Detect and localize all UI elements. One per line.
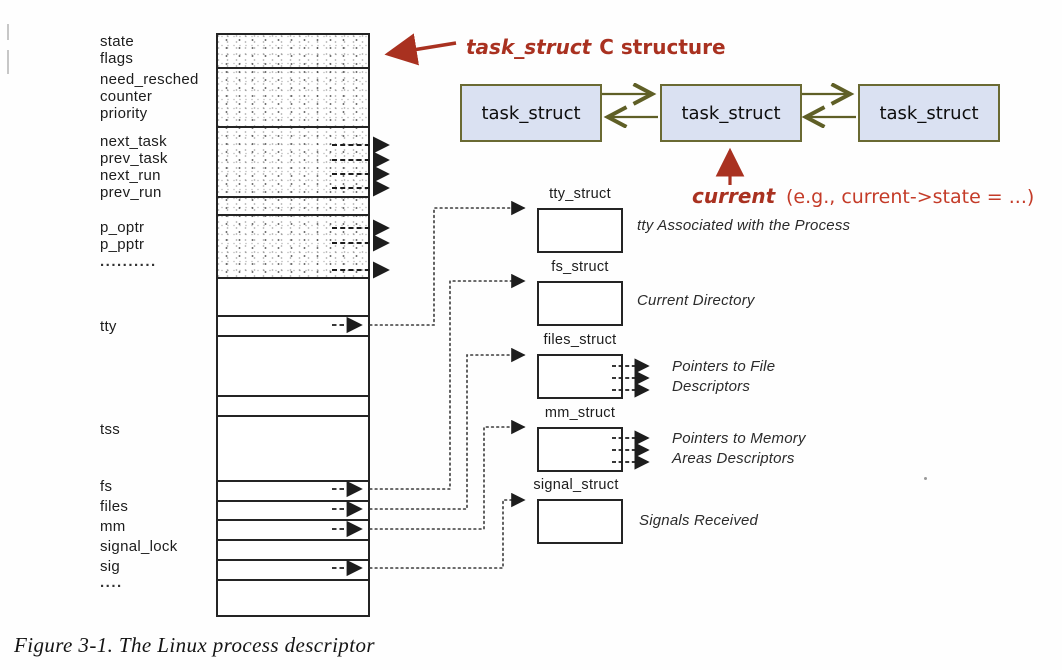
- current-label: current: [692, 184, 776, 208]
- fs-struct-box: [537, 281, 623, 326]
- field-label-counter: counter: [100, 88, 153, 105]
- tty-struct-label: tty_struct: [549, 186, 611, 202]
- segment-divider: [218, 277, 368, 279]
- field-label-flags: flags: [100, 50, 134, 67]
- task-struct-heading-rest: C structure: [599, 35, 726, 59]
- stipple-texture: [218, 35, 368, 277]
- field-label-prev-run: prev_run: [100, 184, 162, 201]
- files-struct-label: files_struct: [543, 332, 617, 348]
- field-label-priority: priority: [100, 105, 148, 122]
- segment-divider: [218, 67, 368, 69]
- struct-connectors: [369, 200, 526, 569]
- segment-divider: [218, 335, 368, 337]
- mm-note-line1: Pointers to Memory: [672, 430, 806, 447]
- field-label-files: files: [100, 498, 129, 515]
- task-struct-node-2: task_struct: [660, 84, 802, 142]
- signal-note: Signals Received: [639, 512, 759, 529]
- segment-divider: [218, 395, 368, 397]
- segment-divider: [218, 126, 368, 128]
- scan-artifact: [924, 477, 927, 480]
- field-label-prev-task: prev_task: [100, 150, 168, 167]
- segment-divider: [218, 196, 368, 198]
- task-struct-heading: task_struct C structure: [466, 35, 726, 59]
- field-label-state: state: [100, 33, 135, 50]
- files-struct-box: [537, 354, 623, 399]
- field-label-fs: fs: [100, 478, 113, 495]
- scan-artifact: [7, 50, 9, 74]
- tty-note: tty Associated with the Process: [637, 217, 851, 234]
- segment-divider: [218, 214, 368, 216]
- segment-divider: [218, 480, 368, 482]
- mm-note: Pointers to Memory Areas Descriptors: [672, 429, 806, 469]
- fs-struct-label: fs_struct: [551, 259, 609, 275]
- field-label-next-task: next_task: [100, 133, 167, 150]
- segment-divider: [218, 519, 368, 521]
- segment-divider: [218, 539, 368, 541]
- segment-divider: [218, 500, 368, 502]
- field-label-sig: sig: [100, 558, 121, 575]
- field-label-need-resched: need_resched: [100, 71, 199, 88]
- heading-arrow: [384, 33, 457, 66]
- fs-note: Current Directory: [637, 292, 755, 309]
- field-label-tty: tty: [100, 318, 117, 335]
- mm-struct-box: [537, 427, 623, 472]
- field-label-p-optr: p_optr: [100, 219, 145, 236]
- field-label-tss: tss: [100, 421, 121, 438]
- fs-connector: [369, 273, 526, 490]
- files-note-line2: Descriptors: [672, 378, 751, 395]
- field-label-next-run: next_run: [100, 167, 161, 184]
- field-label-ellipsis: ..........: [100, 253, 157, 270]
- scan-artifact: [7, 24, 9, 40]
- tty-connector: [369, 200, 526, 326]
- segment-divider: [218, 415, 368, 417]
- mm-connector: [369, 419, 526, 530]
- process-descriptor-rect: [216, 33, 370, 617]
- field-label-p-pptr: p_pptr: [100, 236, 145, 253]
- signal-struct-box: [537, 499, 623, 544]
- signal-connector: [369, 492, 526, 569]
- mm-struct-label: mm_struct: [544, 405, 616, 421]
- current-example: (e.g., current->state = ...): [786, 186, 1035, 208]
- files-note-line1: Pointers to File: [672, 358, 776, 375]
- task-struct-heading-code: task_struct: [466, 35, 592, 59]
- segment-divider: [218, 315, 368, 317]
- files-connector: [369, 347, 526, 510]
- segment-divider: [218, 559, 368, 561]
- segment-divider: [218, 579, 368, 581]
- field-label-signal-lock: signal_lock: [100, 538, 178, 555]
- mm-note-line2: Areas Descriptors: [672, 450, 795, 467]
- signal-struct-label: signal_struct: [533, 477, 619, 493]
- task-struct-node-3: task_struct: [858, 84, 1000, 142]
- task-struct-node-1: task_struct: [460, 84, 602, 142]
- tty-struct-box: [537, 208, 623, 253]
- files-note: Pointers to File Descriptors: [672, 357, 775, 397]
- field-label-ellipsis-2: ....: [100, 574, 123, 591]
- figure-caption: Figure 3-1. The Linux process descriptor: [14, 633, 375, 657]
- field-label-mm: mm: [100, 518, 126, 535]
